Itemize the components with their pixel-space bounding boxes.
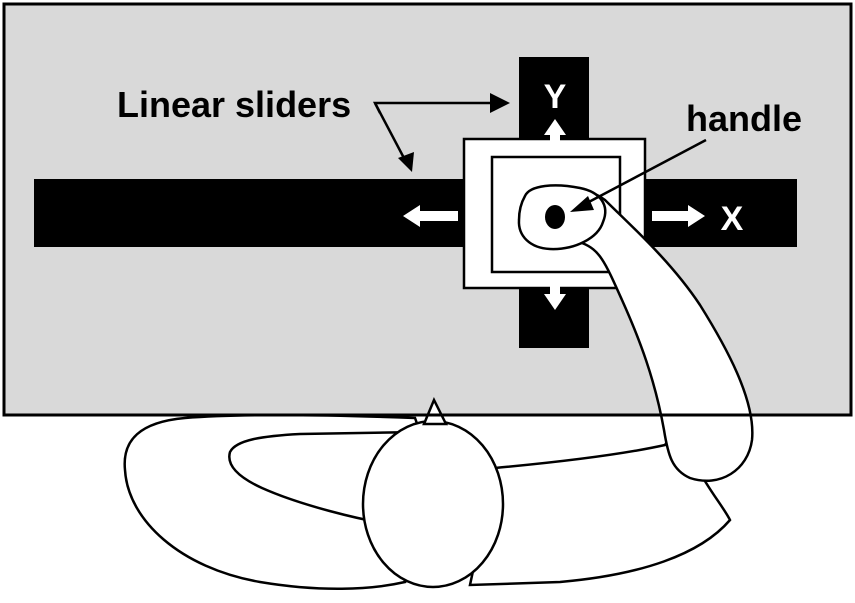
arrow-down-icon <box>544 276 566 310</box>
axis-y-label: Y <box>544 78 567 116</box>
handle-pointer-line <box>584 138 707 206</box>
arrowhead-to-y-slider <box>490 93 510 113</box>
handle-knob <box>545 205 565 229</box>
arrow-left-icon <box>403 205 458 227</box>
sliders-pointer-arrows <box>372 101 492 161</box>
handle-label: handle <box>686 98 802 139</box>
right-arm-shoulder <box>468 416 732 587</box>
arrowhead-to-x-slider <box>398 152 414 172</box>
head <box>361 419 505 589</box>
left-arm <box>123 414 422 591</box>
arrow-up-icon <box>544 119 566 152</box>
nose <box>422 396 449 426</box>
arrow-right-icon <box>652 205 705 227</box>
right-forearm <box>548 188 754 483</box>
axis-x-label: X <box>721 200 744 238</box>
handle-pointer-arrowhead <box>570 196 594 212</box>
linear-sliders-label: Linear sliders <box>117 84 351 125</box>
